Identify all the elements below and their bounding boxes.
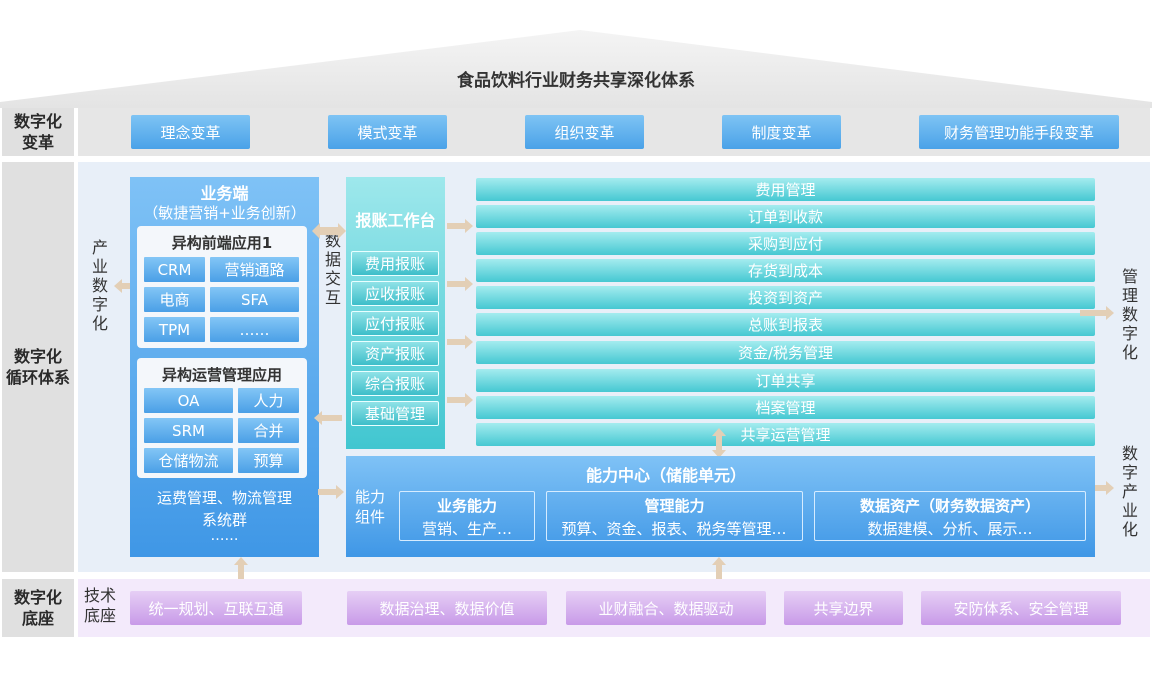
digital-industrialization-label: 数 字 产 业 化 [1121, 444, 1138, 539]
management-capability-title: 管理能力 [644, 497, 705, 515]
row-label-base: 数字化 底座 [2, 579, 74, 637]
arrow-right-icon [447, 277, 473, 291]
arrow-right-icon [447, 219, 473, 233]
frontend-item: CRM [144, 257, 205, 282]
frontend-item: 电商 [144, 287, 205, 312]
arrow-right-icon [447, 393, 473, 407]
workbench-item: 综合报账 [351, 371, 439, 396]
data-interaction-label: 数 据 交 互 [324, 231, 341, 307]
base-item: 业财融合、数据驱动 [566, 591, 766, 625]
base-item: 统一规划、互联互通 [130, 591, 302, 625]
page-title: 食品饮料行业财务共享深化体系 [457, 71, 695, 91]
process-row: 费用管理 [476, 178, 1095, 201]
process-row: 资金/税务管理 [476, 341, 1095, 364]
workbench-item: 基础管理 [351, 401, 439, 426]
management-capability-box [546, 491, 803, 541]
arrow-left-icon [114, 279, 132, 293]
capability-component-label: 能力 组件 [354, 488, 385, 526]
arrow-right-icon [318, 485, 344, 499]
base-item: 数据治理、数据价值 [347, 591, 547, 625]
business-capability-title: 业务能力 [436, 497, 497, 515]
process-row: 档案管理 [476, 396, 1095, 419]
ops-item: 预算 [238, 448, 299, 473]
data-asset-desc: 数据建模、分析、展示… [867, 520, 1033, 538]
process-row: 订单到收款 [476, 205, 1095, 228]
base-item: 共享边界 [784, 591, 903, 625]
data-asset-box [814, 491, 1086, 541]
arrow-right-icon [1080, 481, 1114, 495]
process-row: 订单共享 [476, 369, 1095, 392]
ops-item: 人力 [238, 388, 299, 413]
frontend-item: …… [210, 317, 299, 342]
business-capability-desc: 营销、生产… [421, 520, 512, 538]
frontend-item: SFA [210, 287, 299, 312]
business-end-subtitle: （敏捷营销+业务创新） [143, 204, 306, 222]
frontend-item: TPM [144, 317, 205, 342]
capability-center-title: 能力中心（储能单元） [585, 466, 746, 485]
industry-digitalization-label: 产 业 数 字 化 [91, 238, 108, 333]
row-label-transform: 数字化 变革 [2, 108, 74, 156]
ops-item: SRM [144, 418, 233, 443]
process-row: 存货到成本 [476, 259, 1095, 282]
ops-item: 仓储物流 [144, 448, 233, 473]
business-footer-line1: 运费管理、物流管理 [156, 489, 292, 507]
business-footer-line2: 系统群 [201, 511, 247, 529]
transform-item: 财务管理功能手段变革 [919, 115, 1119, 149]
base-item: 安防体系、安全管理 [921, 591, 1121, 625]
workbench-item: 资产报账 [351, 341, 439, 366]
transform-item: 理念变革 [131, 115, 250, 149]
ops-app-title: 异构运营管理应用 [161, 366, 282, 384]
transform-item: 模式变革 [328, 115, 447, 149]
frontend-item: 营销通路 [210, 257, 299, 282]
row-label-cycle: 数字化 循环体系 [2, 162, 74, 572]
arrow-right-icon [447, 335, 473, 349]
data-asset-title: 数据资产（财务数据资产） [859, 497, 1040, 515]
process-row: 总账到报表 [476, 313, 1095, 336]
workbench-item: 费用报账 [351, 251, 439, 276]
workbench-item: 应收报账 [351, 281, 439, 306]
business-end-title: 业务端 [200, 184, 249, 203]
tech-base-label: 技术 底座 [83, 586, 116, 625]
process-row: 投资到资产 [476, 286, 1095, 309]
workbench-item: 应付报账 [351, 311, 439, 336]
arrow-left-icon [314, 411, 342, 425]
process-row: 采购到应付 [476, 232, 1095, 255]
process-row: 共享运营管理 [476, 423, 1095, 446]
arrow-vertical-icon [712, 428, 726, 458]
frontend-app-title: 异构前端应用1 [171, 234, 273, 252]
workbench-title: 报账工作台 [355, 211, 436, 230]
transform-item: 制度变革 [722, 115, 841, 149]
arrow-bidirectional-icon [312, 223, 346, 239]
management-capability-desc: 预算、资金、报表、税务等管理… [561, 520, 787, 538]
business-footer-line3: …… [210, 528, 239, 544]
transform-item: 组织变革 [525, 115, 644, 149]
management-digitalization-label: 管 理 数 字 化 [1121, 267, 1138, 362]
ops-item: OA [144, 388, 233, 413]
ops-item: 合并 [238, 418, 299, 443]
arrow-right-icon [1080, 306, 1114, 320]
business-capability-box [399, 491, 535, 541]
roof-shape [0, 30, 1152, 108]
